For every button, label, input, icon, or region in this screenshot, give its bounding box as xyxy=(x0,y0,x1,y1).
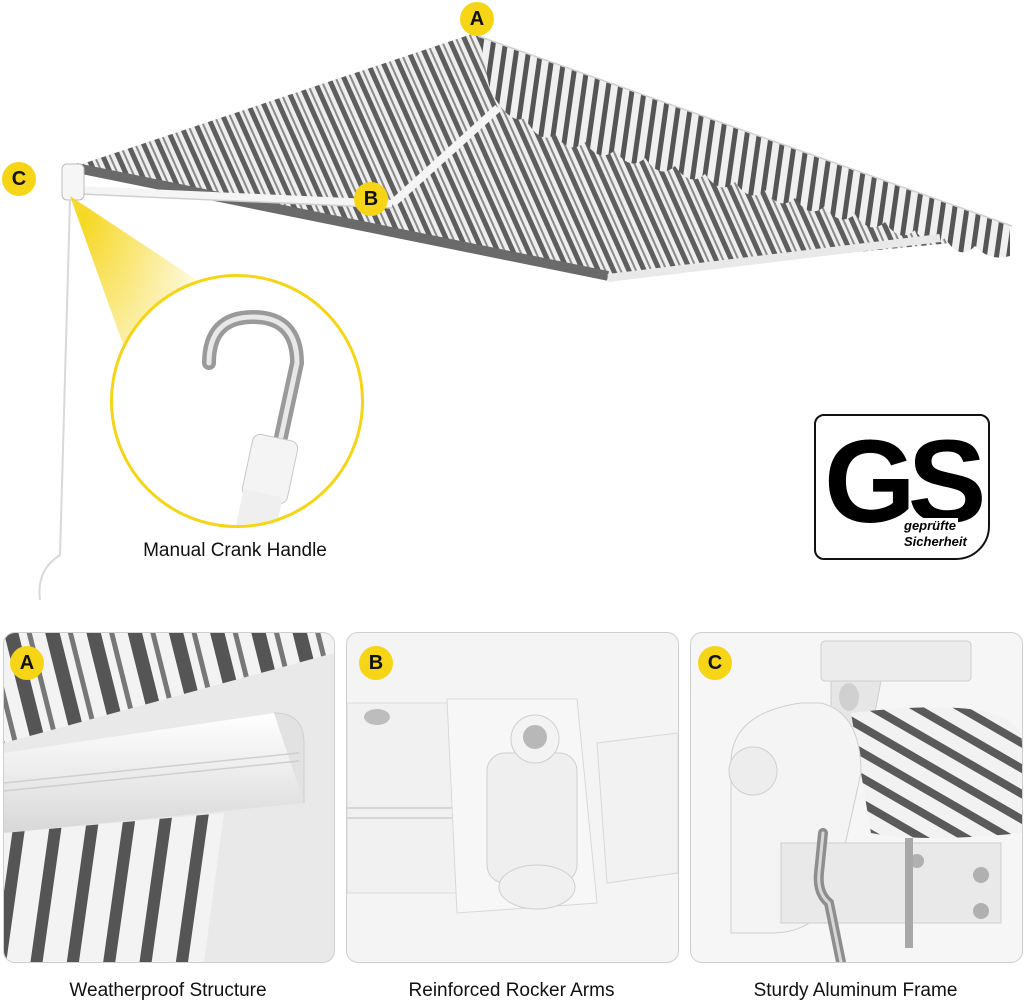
gs-line1: geprüfte xyxy=(902,518,958,533)
detail-marker-c: C xyxy=(698,646,732,680)
detail-marker-b: B xyxy=(359,646,393,680)
marker-c: C xyxy=(2,162,36,196)
caption-reinforced-rocker-arms: Reinforced Rocker Arms xyxy=(408,980,615,1001)
rocker-arm-closeup xyxy=(347,698,678,914)
detail-panel-front-bar xyxy=(3,632,335,963)
detail-panel-rocker-arm xyxy=(346,632,679,963)
gs-certification-logo: GS geprüfte Sicherheit xyxy=(814,414,990,560)
inset-caption: Manual Crank Handle xyxy=(143,540,327,561)
caption-weatherproof-structure: Weatherproof Structure xyxy=(69,980,267,1001)
front-bar-closeup xyxy=(4,633,334,962)
caption-sturdy-aluminum-frame: Sturdy Aluminum Frame xyxy=(753,980,958,1001)
crank-cord xyxy=(38,199,71,601)
detail-panel-aluminum-frame xyxy=(690,632,1023,963)
crank-handle-inset xyxy=(110,274,364,528)
aluminum-frame-closeup xyxy=(728,640,1022,962)
crank-hook-icon xyxy=(202,309,305,525)
detail-marker-a: A xyxy=(10,646,44,680)
awning-valance xyxy=(478,32,1010,258)
marker-a: A xyxy=(460,2,494,36)
awning-canopy xyxy=(76,32,1004,276)
marker-b: B xyxy=(354,182,388,216)
gs-line2: Sicherheit xyxy=(902,534,969,549)
